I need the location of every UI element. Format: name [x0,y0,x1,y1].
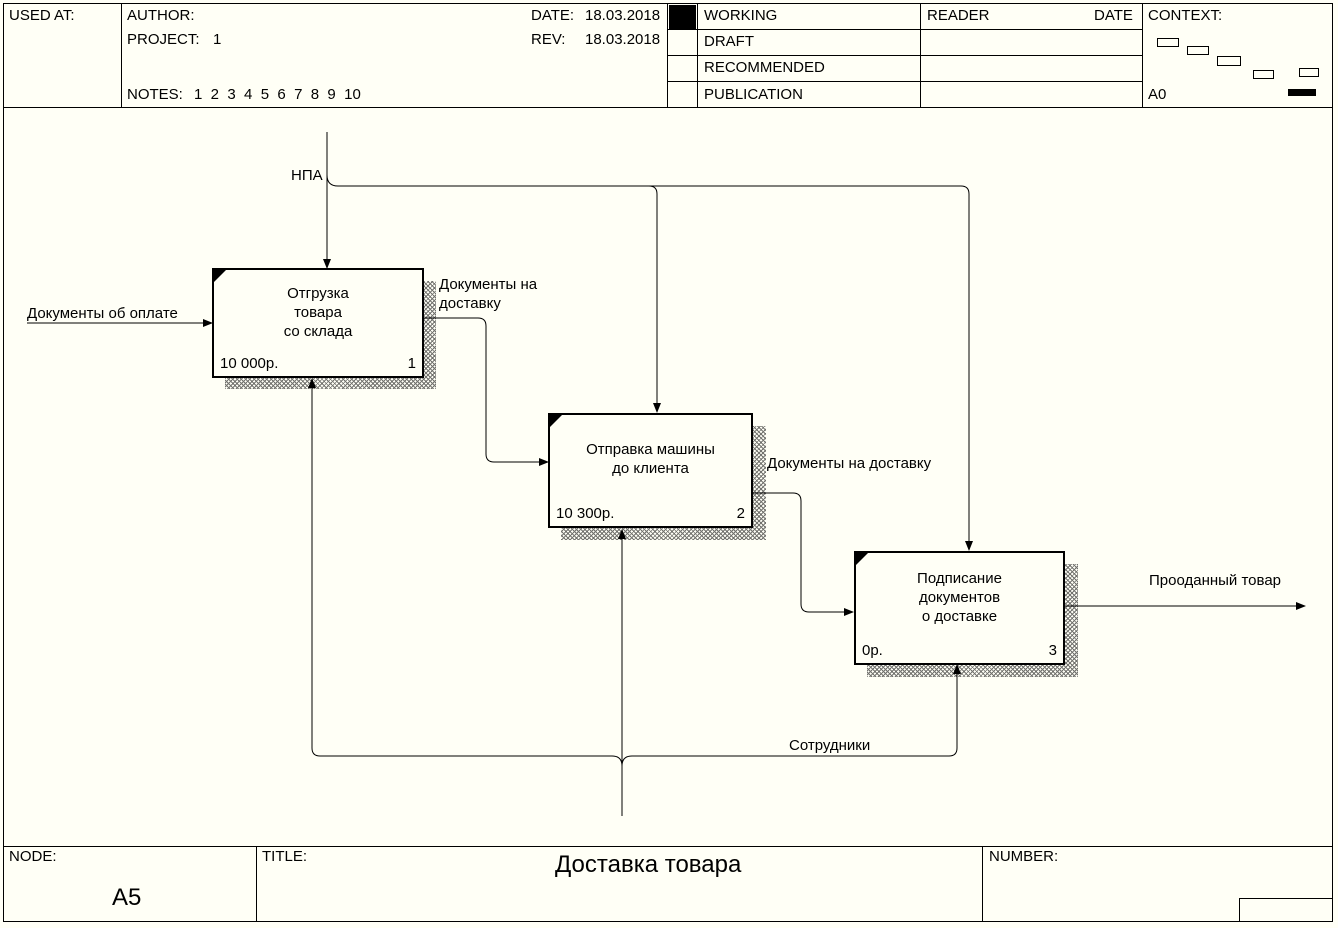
used-at-label: USED AT: [9,7,75,24]
delivery-docs-arrow-2 [753,492,854,616]
number-label: NUMBER: [989,848,1059,865]
staff-arrow-3 [621,664,961,767]
context-map-box [1217,56,1241,66]
activity-name-line: товара [294,304,342,321]
footer-top-line [3,846,1333,847]
rev-value: 18.03.2018 [585,31,661,48]
activity-name-line: Отгрузка [287,285,349,302]
header-row-line [667,29,1143,30]
footer-divider [256,846,257,922]
date-label: DATE: [531,7,575,24]
project-value: 1 [213,31,222,48]
header-row-line [667,81,1143,82]
staff-label: Сотрудники [789,737,871,754]
activity-number-1: 1 [407,355,416,372]
status-working: WORKING [704,7,778,24]
header-divider [121,3,122,108]
context-node: A0 [1148,86,1167,103]
activity-name-line: со склада [283,323,353,340]
title-label: TITLE: [262,848,308,865]
context-map-current [1288,89,1316,96]
node-label: NODE: [9,848,57,865]
header-row-line [667,55,1143,56]
working-status-marker [669,5,696,29]
staff-arrow-1 [308,378,623,816]
notes-values: 1 2 3 4 5 6 7 8 9 10 [194,86,361,103]
status-draft: DRAFT [704,33,754,50]
label-line: доставку [439,295,501,312]
delivery-docs-label-2: Документы на доставку [767,455,932,472]
page-number-box [1239,898,1333,922]
status-recommended: RECOMMENDED [704,59,825,76]
activity-box-1[interactable]: Отгрузка товара со склада 10 000р. 1 [212,268,424,378]
box-corner-mark [214,270,226,282]
footer-divider [982,846,983,922]
activity-cost-2: 10 300р. [556,505,615,522]
diagram-title: Доставка товара [555,851,742,878]
box-corner-mark [856,553,868,565]
context-map-box [1187,46,1209,55]
label-line: Документы на [439,276,538,293]
activity-name-line: о доставке [921,608,998,625]
activity-name-line: до клиента [612,460,689,477]
project-label: PROJECT: [127,31,200,48]
activity-cost-1: 10 000р. [220,355,279,372]
activity-name-1: Отгрузка товара со склада [214,284,422,341]
date-value: 18.03.2018 [585,7,661,24]
context-map-box [1299,68,1319,77]
context-map-box [1253,70,1274,79]
activity-name-3: Подписание документов о доставке [856,569,1063,626]
node-value: A5 [112,884,142,911]
delivery-docs-arrow-1 [423,317,549,466]
rev-label: REV: [531,31,566,48]
activity-box-3[interactable]: Подписание документов о доставке 0р. 3 [854,551,1065,665]
author-label: AUTHOR: [127,7,195,24]
header-bottom-line [3,107,1333,108]
date-column-label: DATE [1094,7,1133,24]
delivery-docs-label-1: Документы на доставку [439,275,537,313]
activity-cost-3: 0р. [862,642,883,659]
activity-name-2: Отправка машины до клиента [550,440,751,478]
activity-name-line: документов [918,589,1001,606]
activity-name-line: Подписание [917,570,1002,587]
reader-label: READER [927,7,990,24]
diagram-frame [3,3,1333,922]
npa-branch-3 [649,185,973,551]
activity-name-line: Отправка машины [586,441,715,458]
activity-number-3: 3 [1048,642,1057,659]
context-map-box [1157,38,1179,47]
box-corner-mark [550,415,562,427]
sold-goods-label: Прооданный товар [1149,572,1281,589]
context-label: CONTEXT: [1148,7,1223,24]
status-publication: PUBLICATION [704,86,803,103]
notes-label: NOTES: [127,86,183,103]
activity-number-2: 2 [736,505,745,522]
activity-box-2[interactable]: Отправка машины до клиента 10 300р. 2 [548,413,753,528]
payment-docs-label: Документы об оплате [27,305,178,322]
npa-label: НПА [291,167,323,184]
